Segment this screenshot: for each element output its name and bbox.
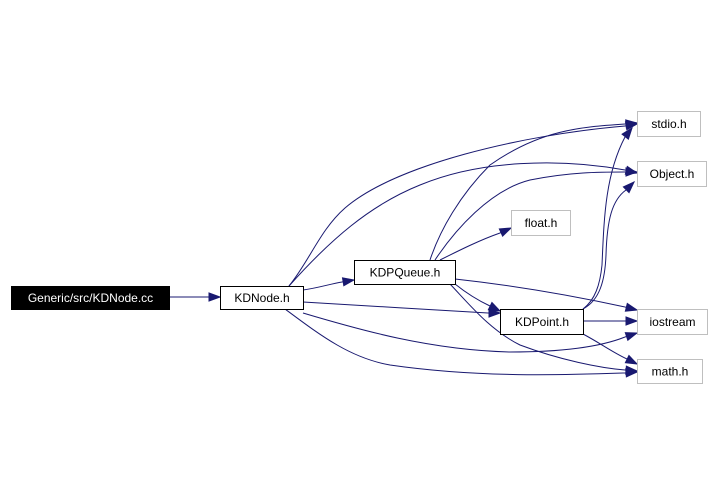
- edge-kdpoint-h-to-iostream: [583, 316, 639, 326]
- node-label: Object.h: [650, 167, 695, 181]
- edge-line: [454, 283, 491, 307]
- edge-line: [582, 189, 627, 310]
- edge-kdnode-h-to-stdio-h: [288, 121, 639, 287]
- edge-arrowhead: [498, 227, 513, 238]
- edge-kdpqueue-h-to-object-h: [434, 167, 639, 261]
- node-label: KDPoint.h: [515, 315, 569, 329]
- edge-kdpqueue-h-to-iostream: [454, 278, 639, 312]
- edge-kdnode-h-to-math-h: [284, 308, 639, 378]
- edge-line: [449, 283, 626, 371]
- edges-layer: [169, 119, 639, 378]
- nodes-layer: Generic/src/KDNode.cc KDNode.h KDPQueue.hK…: [11, 111, 708, 384]
- edge-kdpoint-h-to-math-h: [582, 333, 639, 365]
- edge-arrowhead: [624, 302, 639, 312]
- node-label: stdio.h: [651, 117, 686, 131]
- node-kdpoint-h[interactable]: KDPoint.h: [500, 309, 584, 335]
- edge-line: [302, 281, 343, 291]
- node-float-h: float.h: [511, 210, 571, 236]
- node-stdio-h: stdio.h: [637, 111, 701, 137]
- edge-arrowhead: [487, 301, 502, 312]
- node-label: float.h: [525, 216, 558, 230]
- node-kdnode-h[interactable]: KDNode.h: [220, 286, 304, 310]
- edge-arrowhead: [624, 332, 639, 342]
- edge-kdnode-h-to-kdpqueue-h: [302, 277, 356, 291]
- edge-kdpqueue-h-to-stdio-h: [429, 119, 639, 261]
- edge-kdpqueue-h-to-float-h: [439, 227, 513, 261]
- edge-line: [302, 301, 489, 314]
- edge-kdnode-h-to-kdpoint-h: [302, 301, 502, 318]
- node-label: KDPQueue.h: [370, 266, 441, 280]
- edge-line: [429, 123, 626, 261]
- node-box: [637, 161, 707, 187]
- node-object-h: Object.h: [637, 161, 707, 187]
- node-box: [511, 210, 571, 236]
- edge-kdnode-h-to-iostream: [302, 312, 639, 353]
- edge-line: [302, 312, 626, 353]
- edge-arrowhead: [621, 126, 633, 140]
- node-math-h: math.h: [637, 359, 703, 384]
- edge-line: [439, 232, 501, 261]
- edge-line: [582, 136, 626, 310]
- edge-arrowhead: [622, 180, 636, 194]
- node-box: [637, 309, 708, 335]
- node-box: [637, 359, 703, 384]
- edge-arrowhead: [488, 308, 502, 318]
- edge-arrowhead: [625, 365, 639, 375]
- edge-line: [434, 171, 626, 261]
- node-label: KDNode.h: [234, 291, 289, 305]
- edge-kdpqueue-h-to-math-h: [449, 283, 639, 375]
- edge-kdnode-cc-to-kdnode-h: [169, 292, 222, 302]
- node-box: [500, 309, 584, 335]
- edge-arrowhead: [625, 167, 639, 177]
- node-label: iostream: [649, 315, 695, 329]
- edge-kdpoint-h-to-object-h: [582, 180, 636, 310]
- node-box: [11, 286, 170, 310]
- edge-line: [582, 333, 628, 360]
- edge-kdpoint-h-to-stdio-h: [582, 126, 633, 310]
- edge-line: [288, 162, 626, 287]
- node-box: [637, 111, 701, 137]
- node-label: math.h: [652, 365, 689, 379]
- node-iostream: iostream: [637, 309, 708, 335]
- edge-kdpqueue-h-to-kdpoint-h: [454, 283, 502, 312]
- edge-line: [284, 308, 626, 376]
- node-label: Generic/src/KDNode.cc: [28, 291, 153, 305]
- node-box: [354, 260, 456, 285]
- edge-arrowhead: [625, 119, 639, 129]
- edge-line: [454, 278, 626, 308]
- edge-arrowhead: [341, 277, 356, 287]
- edge-arrowhead: [624, 354, 639, 365]
- node-kdpqueue-h[interactable]: KDPQueue.h: [354, 260, 456, 285]
- edge-arrowhead: [625, 316, 639, 326]
- node-kdnode-cc[interactable]: Generic/src/KDNode.cc: [11, 286, 170, 310]
- node-box: [220, 286, 304, 310]
- edge-arrowhead: [208, 292, 222, 302]
